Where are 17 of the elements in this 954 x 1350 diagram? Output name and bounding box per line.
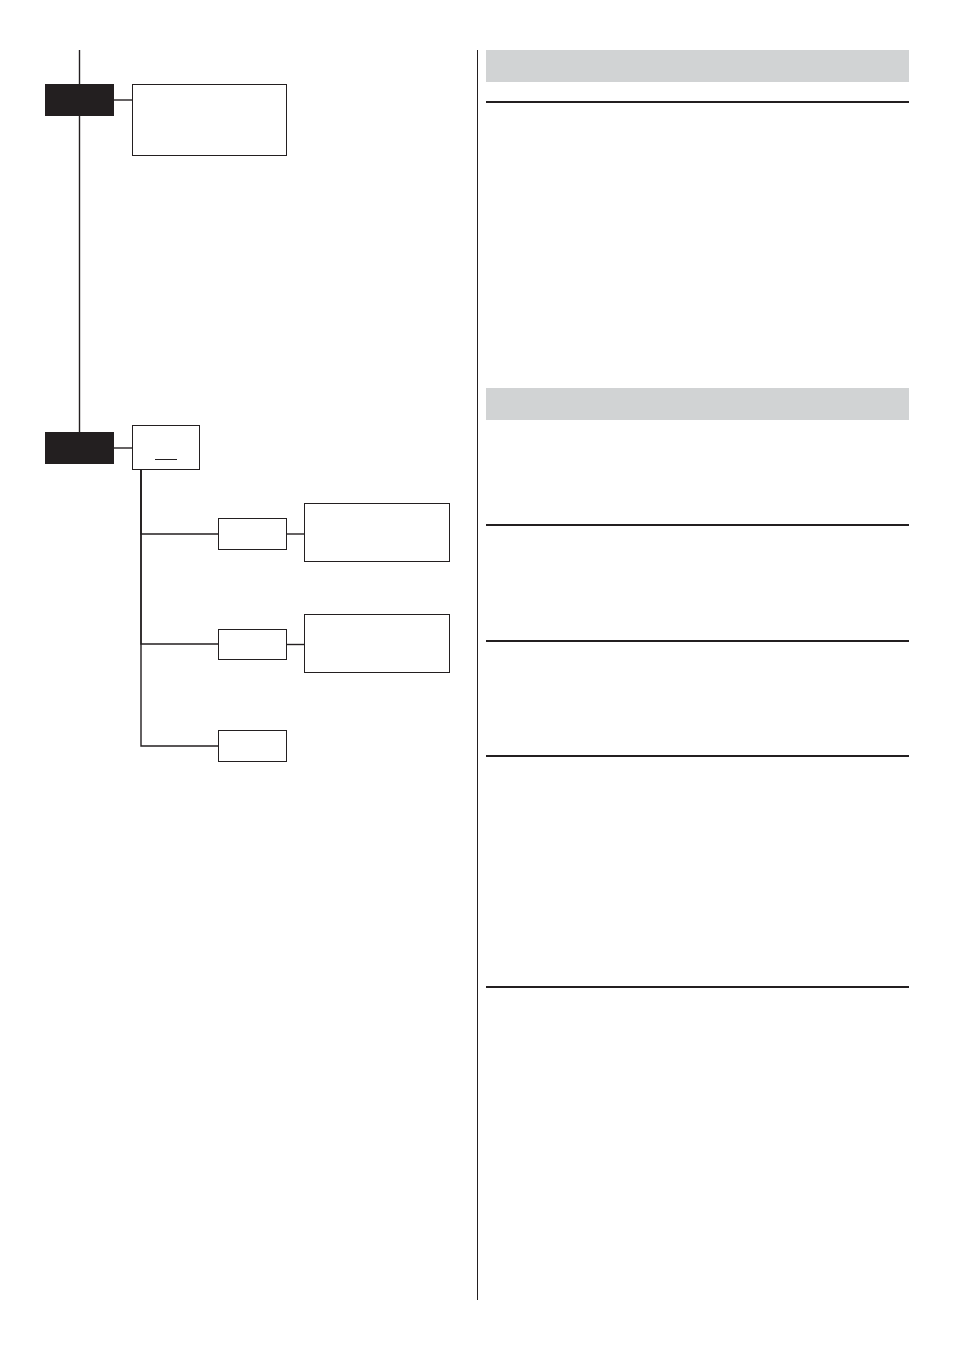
option-box <box>218 730 287 762</box>
connector-line <box>140 469 219 747</box>
connector-line <box>113 447 133 449</box>
step-marker <box>45 84 114 116</box>
step-marker <box>45 432 114 464</box>
menu-box <box>132 425 200 470</box>
connector-line <box>78 49 81 85</box>
option-box <box>218 518 287 550</box>
connector-line <box>78 115 81 433</box>
description-box <box>304 503 450 562</box>
option-box <box>218 629 287 660</box>
connector-line <box>286 533 305 535</box>
description-box <box>304 614 450 673</box>
connector-line <box>113 99 133 101</box>
description-box <box>132 84 287 156</box>
heading-band <box>486 50 909 82</box>
heading-band <box>486 388 909 420</box>
